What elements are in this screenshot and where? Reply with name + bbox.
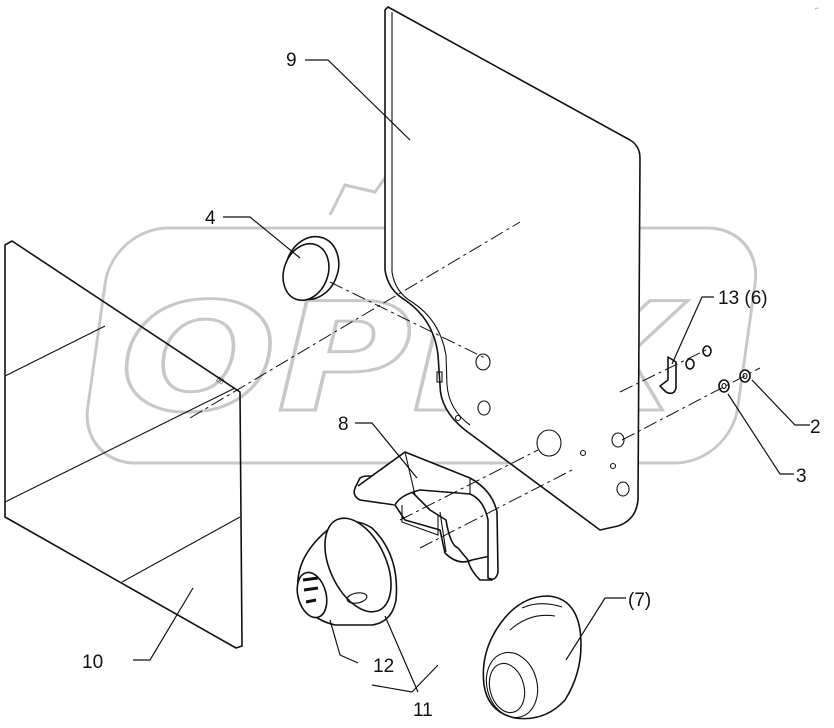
part-9-panel [384,6,641,531]
part-10-glass: ▯▯ [4,240,243,649]
panel-9-hole-4 [616,481,630,497]
bracket-8-fold [404,451,471,553]
part-3-washer [718,379,730,393]
callout-7: (7) [628,590,651,611]
assembly-line-hardware-1 [619,347,711,393]
assembly-line-plug [329,281,486,359]
lamp-12-lens-marking [302,576,319,604]
lamp-cap-7-ring-1 [485,651,539,719]
washer-3 [718,379,730,393]
lamp-12-lens [296,571,328,619]
callout-9: 9 [286,50,297,71]
washer-3-hole [721,382,727,390]
leader-4 [223,216,301,259]
leader-8 [355,422,418,479]
glass-10-reflection-1 [4,325,106,377]
callout-13-6: 13 (6) [718,288,768,309]
callout-8: 8 [338,414,349,435]
glass-10-outline [4,240,243,649]
corner-mark: ⌐ [815,6,819,12]
assembly-lines [189,221,761,549]
callout-3: 3 [796,466,807,487]
part-4-plug [282,235,340,302]
leader-12 [329,619,359,664]
callout-11: 11 [413,700,433,721]
panel-9-outline [384,6,641,531]
lamp-12-highlight [346,592,368,604]
callout-4: 4 [205,208,216,229]
callout-labels: 9 4 13 (6) 2 3 8 10 12 11 (7) [82,50,821,721]
part-12-lamp [296,517,398,626]
panel-9-slot [436,371,443,383]
part-8-bracket [353,451,499,581]
assembly-line-bracket-1 [399,449,539,521]
assembly-line-glass-panel [189,221,521,419]
glass-10-marking: ▯▯ [215,376,225,386]
assembly-line-hardware-2 [621,367,761,441]
panel-9-inner-edge [391,12,471,426]
lamp-cap-7-body [482,595,582,720]
clip-13-nut-1 [685,358,695,370]
lamp-12-rim [324,517,392,613]
plug-4-face [282,242,330,302]
leader-13 [671,296,714,365]
callout-2: 2 [810,417,821,438]
leader-2 [751,379,810,426]
panel-9-hole-1 [475,353,491,371]
lamp-cap-7-ring-2 [488,662,526,714]
callout-12: 12 [373,656,394,677]
panel-9-hole-large [536,429,562,457]
assembly-line-bracket-2 [419,469,573,549]
callout-10: 10 [82,652,103,673]
leader-3 [727,393,794,475]
glass-10-reflection-3 [121,516,241,583]
panel-9-pin-1 [454,414,462,422]
lamp-cap-7-groove [509,603,563,631]
leader-7 [565,597,626,661]
bracket-8-tab [401,505,439,536]
part-7-lamp-cap [482,595,582,720]
nut-2-hole [742,372,748,380]
bracket-8-top [357,451,499,580]
leader-9 [305,59,411,141]
glass-10-reflection-2 [4,387,236,503]
leader-11 [371,615,439,693]
panel-9-pin-2 [609,462,617,470]
leader-10 [133,587,194,661]
panel-9-pin-3 [579,449,587,457]
panel-9-hole-2 [477,400,491,416]
panel-9-hole-3 [611,432,625,448]
leader-lines [133,59,810,693]
clip-13-nut-2 [702,345,712,357]
